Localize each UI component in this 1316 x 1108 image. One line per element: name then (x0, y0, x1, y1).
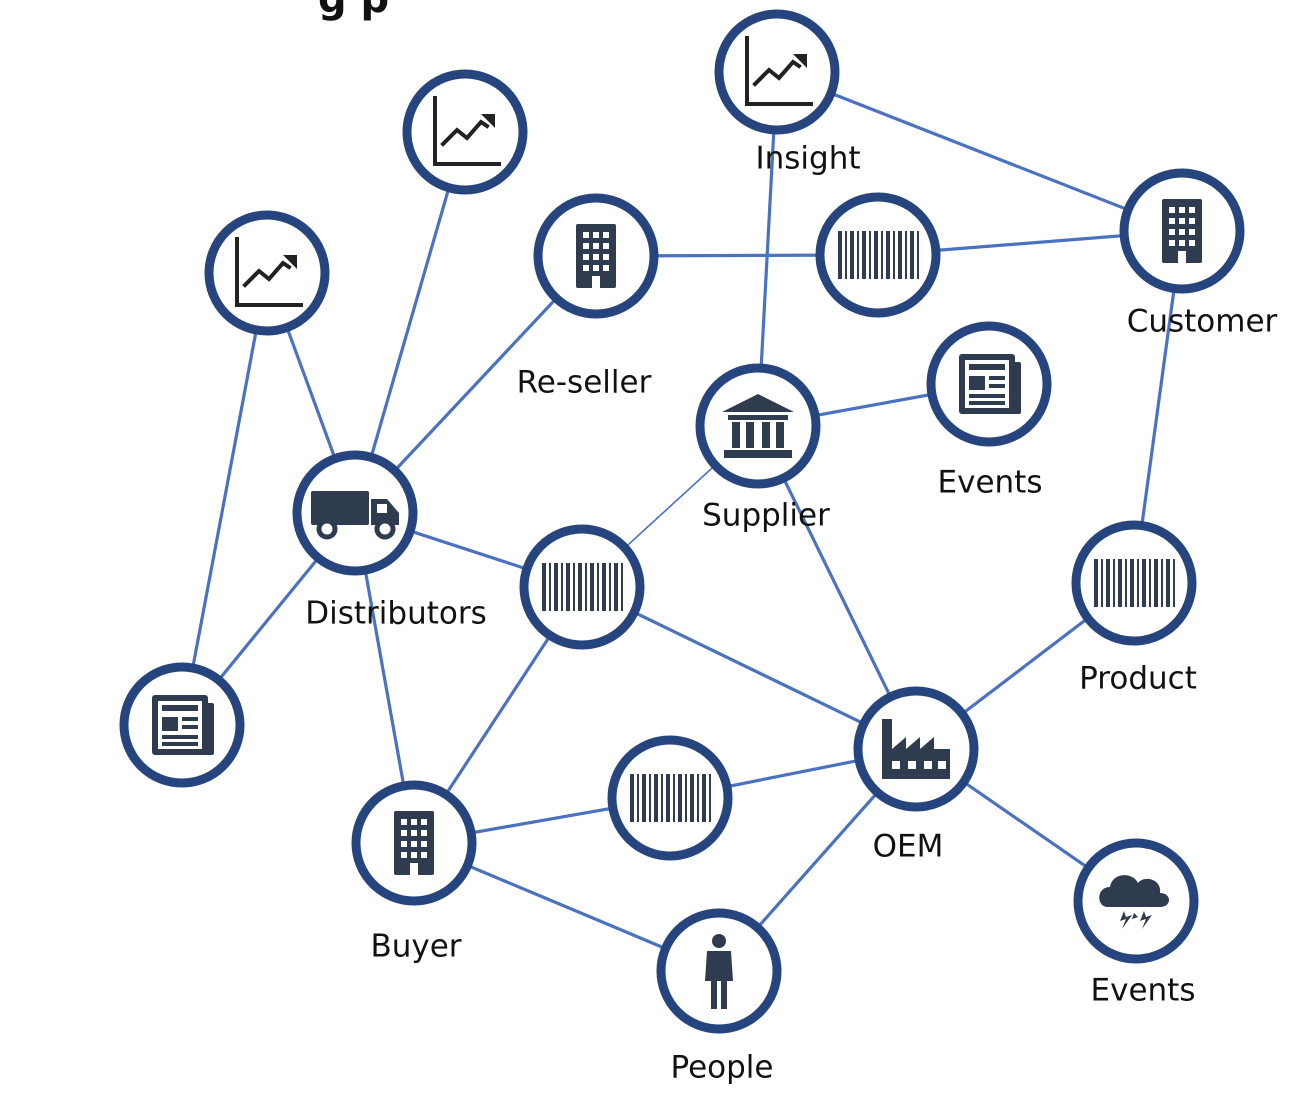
node-news-left (119, 662, 245, 788)
node-label: Distributors (305, 596, 487, 632)
node-reseller: Re-seller (517, 193, 659, 401)
node-ring (695, 363, 821, 489)
node-ring (714, 9, 840, 135)
node-label: OEM (873, 829, 944, 865)
node-label: People (671, 1050, 774, 1086)
node-label: Buyer (370, 929, 461, 965)
building-icon (394, 811, 434, 875)
node-insight: Insight (714, 9, 861, 177)
newspaper-icon (959, 354, 1021, 414)
newspaper-icon (152, 695, 214, 755)
node-oem: OEM (853, 686, 979, 865)
node-supplier: Supplier (695, 363, 830, 534)
node-distributors: Distributors (292, 450, 487, 632)
node-label: Customer (1127, 304, 1278, 340)
edge-chart-left-upper-distributors (353, 131, 467, 514)
node-label: Events (938, 465, 1043, 501)
building-icon (576, 224, 616, 288)
node-label: Insight (755, 141, 860, 177)
building-icon (1162, 199, 1202, 263)
node-chart-left-lower (204, 210, 330, 336)
node-people: People (656, 908, 782, 1086)
node-customer: Customer (1119, 168, 1278, 340)
edge-chart-left-lower-news-left (180, 272, 269, 726)
node-barcode-top (815, 192, 941, 318)
node-buyer: Buyer (351, 780, 477, 965)
node-product: Product (1071, 520, 1197, 697)
node-label: Events (1091, 973, 1196, 1009)
edge-insight-customer (776, 70, 1183, 233)
node-events-storm: Events (1073, 838, 1199, 1009)
node-chart-left-upper (402, 69, 528, 195)
node-ring (204, 210, 330, 336)
node-label: Re-seller (517, 365, 652, 401)
node-ring (402, 69, 528, 195)
node-label: Product (1079, 661, 1197, 697)
nodes-layer: InsightRe-sellerCustomerSupplierEventsDi… (119, 9, 1278, 1086)
diagram-title-fragment: g p (318, 0, 389, 22)
node-barcode-low (607, 735, 733, 861)
node-barcode-mid (519, 524, 645, 650)
node-events-news: Events (926, 321, 1052, 501)
node-label: Supplier (702, 498, 830, 534)
